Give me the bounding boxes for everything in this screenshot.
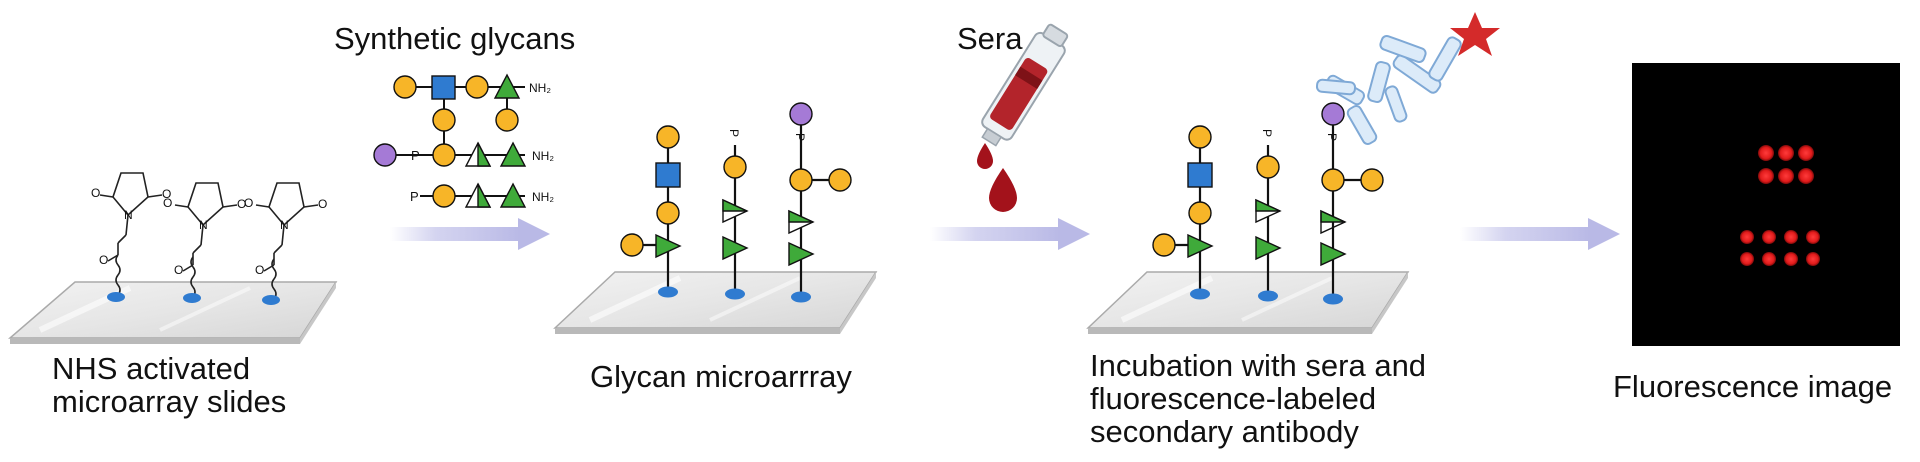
label-line: microarray slides <box>52 384 287 419</box>
label-fluorescence-image: Fluorescence image <box>1613 369 1893 404</box>
blood-drop-icon <box>977 143 993 169</box>
nh2-label: NH₂ <box>529 81 551 95</box>
atom-o: O <box>91 186 100 200</box>
nh2-label: NH₂ <box>532 149 554 163</box>
fluorescence-image <box>1632 63 1900 346</box>
blood-drop-icon <box>989 168 1017 212</box>
label-line: Incubation with sera and <box>1090 348 1427 383</box>
atom-o: O <box>163 196 172 210</box>
atom-n: N <box>199 218 208 232</box>
synthetic-glycans-structures: NH₂ P NH₂ P NH₂ <box>373 73 554 208</box>
atom-n: N <box>280 218 289 232</box>
phosphate-label: P <box>410 189 419 204</box>
label-line: NHS activated <box>52 351 251 386</box>
phosphate-label: P <box>727 129 741 137</box>
nhs-ester-group <box>99 172 163 262</box>
fluorophore-star-icon <box>1450 12 1500 56</box>
atom-o: O <box>244 196 253 210</box>
process-arrow-3 <box>1460 218 1620 250</box>
nh2-label: NH₂ <box>532 190 554 204</box>
label-line: fluorescence-labeled <box>1090 381 1377 416</box>
phosphate-label: P <box>411 148 420 163</box>
atom-o: O <box>99 253 108 267</box>
atom-o: O <box>162 187 171 201</box>
label-sera: Sera <box>957 21 1023 56</box>
atom-o: O <box>318 197 327 211</box>
label-incubation: Incubation with sera and fluorescence-la… <box>1090 349 1426 448</box>
atom-n: N <box>124 208 133 222</box>
label-glycan-microarray: Glycan microarrray <box>590 359 852 394</box>
process-arrow-2 <box>930 218 1090 250</box>
slide-incubation: P P <box>1086 102 1410 334</box>
atom-o: O <box>237 197 246 211</box>
atom-o: O <box>174 263 183 277</box>
label-line: secondary antibody <box>1090 414 1359 449</box>
antibody-icon <box>1315 34 1462 145</box>
atom-o: O <box>255 263 264 277</box>
anchor-dot <box>262 295 280 305</box>
nhs-ester-group <box>255 182 319 272</box>
label-nhs-slides: NHS activated microarray slides <box>52 352 286 418</box>
anchor-dot <box>107 292 125 302</box>
anchor-dot <box>183 293 201 303</box>
slide-glycan-microarray: P P <box>553 102 878 334</box>
label-synthetic-glycans: Synthetic glycans <box>334 21 576 56</box>
slide-nhs: N N N O O O O O O O O O <box>7 172 338 344</box>
phosphate-label: P <box>1260 129 1274 137</box>
phosphate-label: P <box>793 133 807 141</box>
syringe-icon <box>981 23 1069 147</box>
nhs-ester-group <box>174 182 238 272</box>
process-arrow-1 <box>390 218 550 250</box>
phosphate-label: P <box>1325 133 1339 141</box>
